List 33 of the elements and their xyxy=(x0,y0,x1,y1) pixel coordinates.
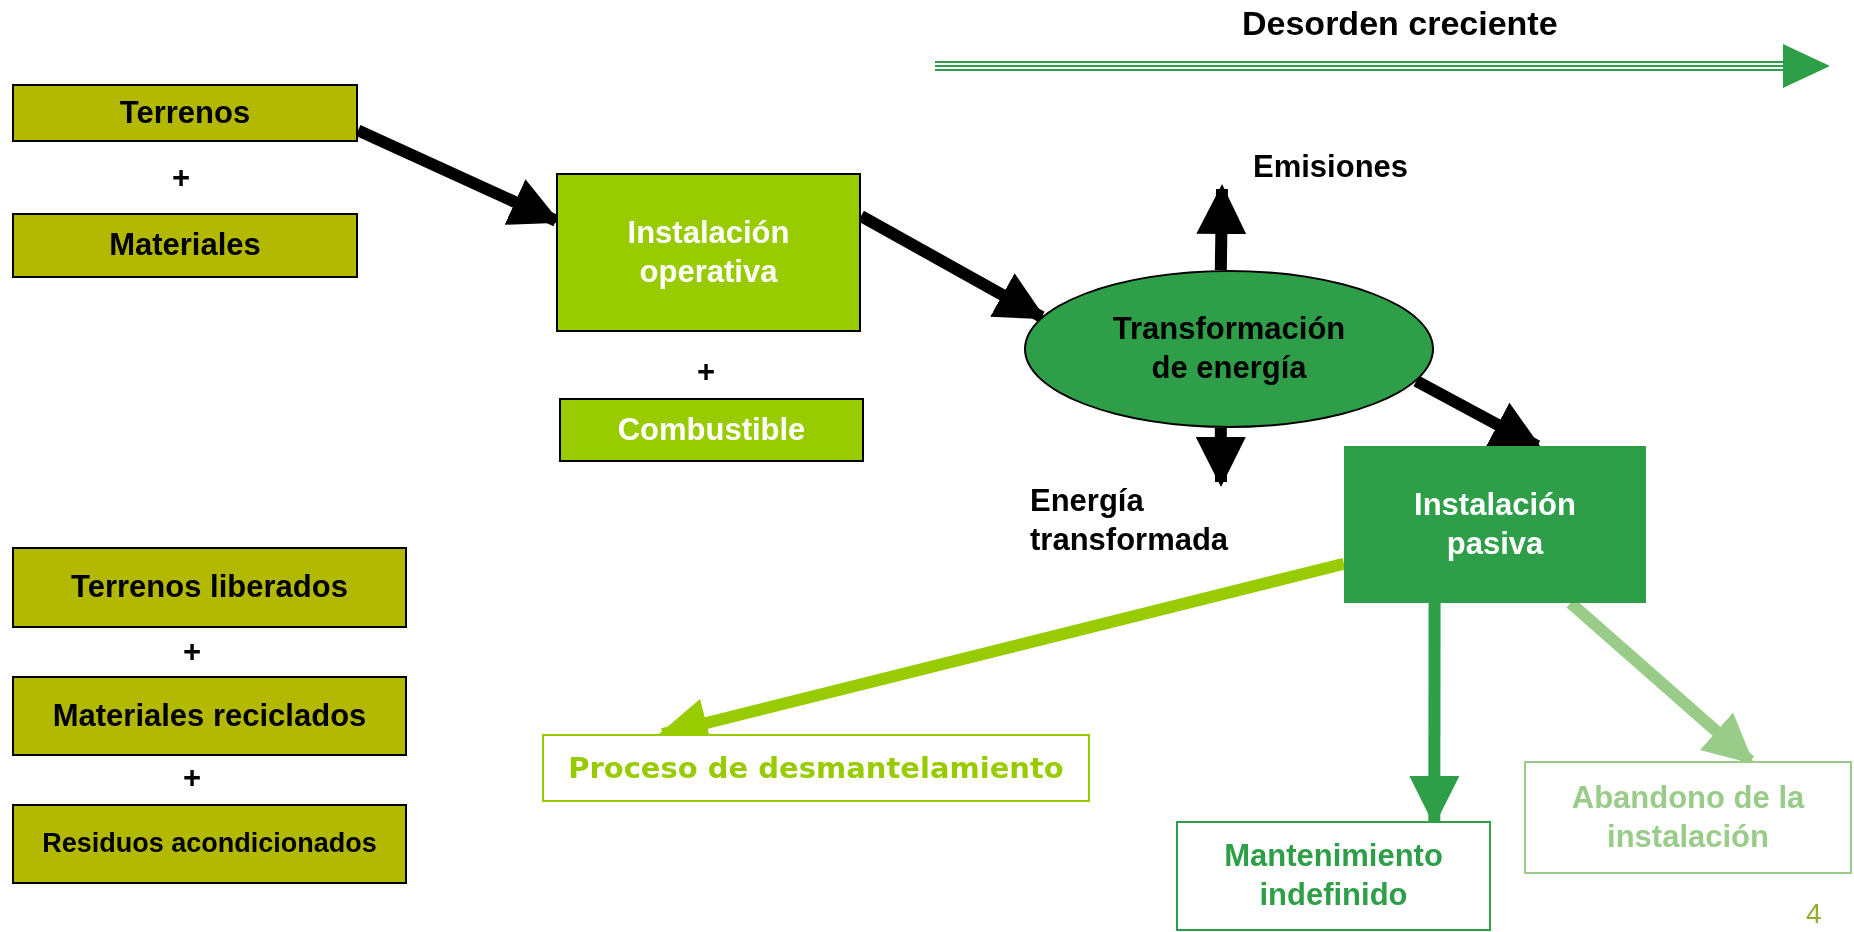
process-box xyxy=(1344,446,1646,603)
box-label: Transformación de energía xyxy=(1111,310,1347,387)
input-box xyxy=(12,213,358,278)
page-number: 4 xyxy=(1806,898,1822,930)
process-box xyxy=(556,173,861,332)
plus-sign: + xyxy=(697,354,716,390)
box-label: Mantenimiento indefinido xyxy=(1223,837,1444,914)
box-label: Terrenos xyxy=(119,93,251,132)
arrow xyxy=(1195,427,1246,487)
input-box xyxy=(12,804,407,884)
outcome-box xyxy=(1524,761,1852,874)
input-box xyxy=(12,547,407,628)
output-label: Energía transformada xyxy=(1030,482,1230,559)
box-label: Combustible xyxy=(617,410,806,449)
input-box xyxy=(12,676,407,756)
outcome-box xyxy=(1176,821,1491,931)
outcome-box xyxy=(542,734,1090,802)
input-box xyxy=(12,84,358,142)
box-label: Instalación pasiva xyxy=(1413,485,1577,563)
box-label: Terrenos liberados xyxy=(71,568,348,607)
arrow xyxy=(1196,184,1247,271)
input-box xyxy=(559,398,864,462)
plus-sign: + xyxy=(172,160,191,196)
output-label: Emisiones xyxy=(1253,147,1409,186)
box-label: Materiales reciclados xyxy=(52,696,367,735)
plus-sign: + xyxy=(183,634,202,670)
axis-title: Desorden creciente xyxy=(1242,4,1558,43)
box-label: Residuos acondicionados xyxy=(42,827,377,861)
plus-sign: + xyxy=(183,760,202,796)
box-label: Abandono de la instalación xyxy=(1570,778,1806,856)
box-label: Instalación operativa xyxy=(626,213,791,291)
box-label: Materiales xyxy=(109,226,261,265)
box-label: Proceso de desmantelamiento xyxy=(568,749,1064,787)
